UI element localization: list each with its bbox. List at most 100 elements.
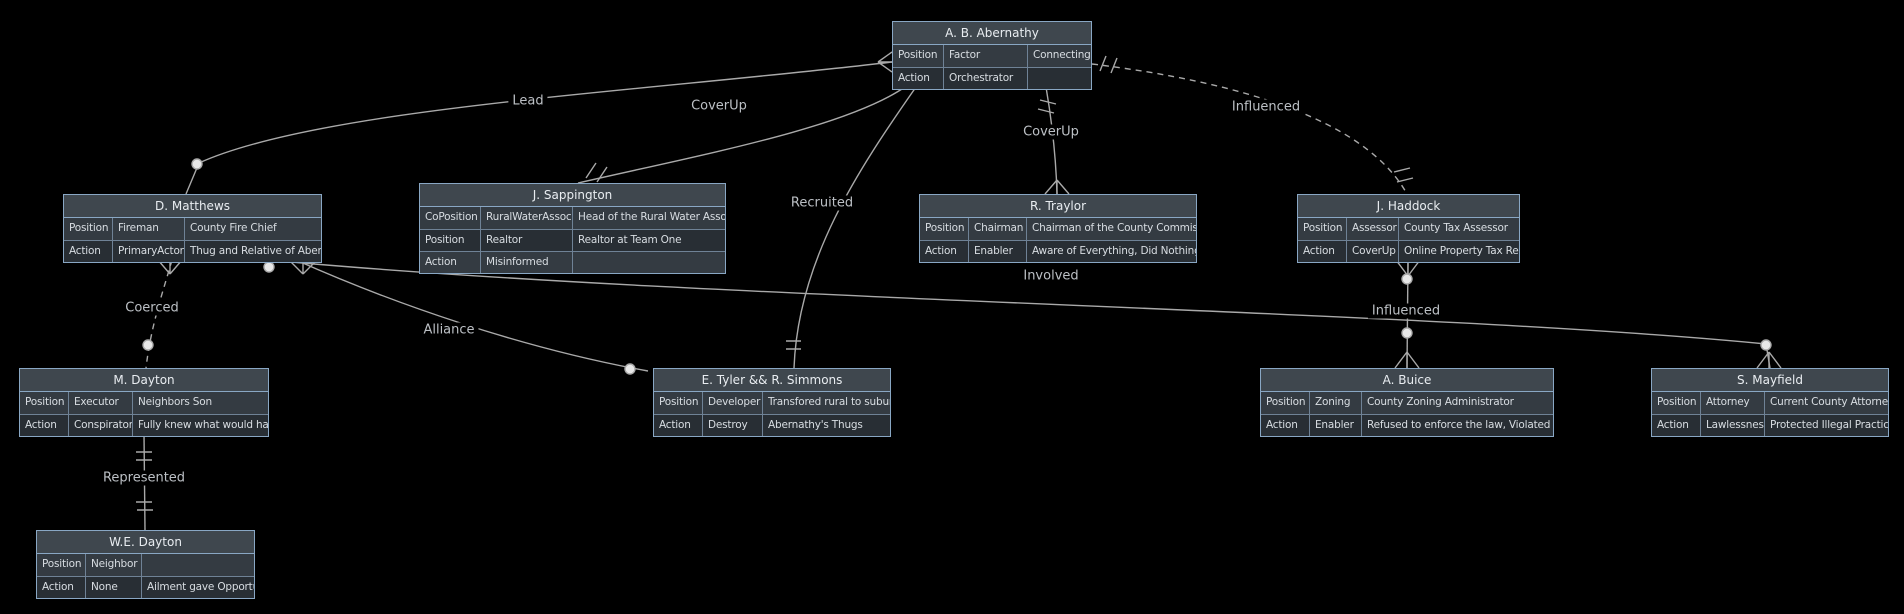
edge-involved xyxy=(268,259,1771,369)
attr-desc: Connecting Factor xyxy=(1027,45,1091,67)
attr-type: CoverUp xyxy=(1346,241,1398,262)
entity-traylor: R. Traylor Position Chairman Chairman of… xyxy=(919,194,1197,263)
attr-type: Lawlessness xyxy=(1700,415,1764,436)
attr-desc: Chairman of the County Commissioners xyxy=(1026,218,1196,240)
entity-title: R. Traylor xyxy=(920,195,1196,218)
edge-label-lead: Lead xyxy=(508,93,548,109)
attr-desc: County Tax Assessor xyxy=(1398,218,1519,240)
attribute-row: Position Zoning County Zoning Administra… xyxy=(1261,392,1553,414)
tick-marks xyxy=(877,51,893,73)
entity-title: W.E. Dayton xyxy=(37,531,254,554)
entity-title: J. Sappington xyxy=(420,184,725,207)
tick-marks xyxy=(1099,55,1414,183)
attr-key: Action xyxy=(425,256,457,268)
attr-type: Developer xyxy=(702,392,762,414)
attribute-row: Position Executor Neighbors Son xyxy=(20,392,268,414)
attr-type: Chairman xyxy=(968,218,1026,240)
cardinality-circle xyxy=(191,158,203,170)
attribute-row: Position Realtor Realtor at Team One xyxy=(420,229,725,251)
attr-desc: Current County Attorney xyxy=(1764,392,1888,414)
attr-type: Enabler xyxy=(1309,415,1361,436)
attribute-row: CoPosition RuralWaterAssoc Head of the R… xyxy=(420,207,725,229)
attr-key: Action xyxy=(925,245,957,257)
attr-key: Action xyxy=(1303,245,1335,257)
attr-key: Position xyxy=(69,222,109,234)
attribute-row: Action Lawlessness Protected Illegal Pra… xyxy=(1652,414,1888,436)
edge-label-coverup-sappington: CoverUp xyxy=(687,98,751,114)
edge-label-influenced-haddock: Influenced xyxy=(1227,99,1305,115)
attribute-row: Action Enabler Aware of Everything, Did … xyxy=(920,240,1196,262)
attr-key: Position xyxy=(1657,396,1697,408)
entity-title: M. Dayton xyxy=(20,369,268,392)
entity-title: D. Matthews xyxy=(64,195,321,218)
attr-desc: Refused to enforce the law, Violated the… xyxy=(1361,415,1553,436)
attr-desc: Protected Illegal Practices xyxy=(1764,415,1888,436)
cardinality-circle xyxy=(263,261,275,273)
attribute-row: Position Neighbor xyxy=(37,554,254,576)
edge-label-involved: Involved xyxy=(1019,268,1083,284)
attr-desc: County Fire Chief xyxy=(184,218,321,240)
crow-foot xyxy=(1756,351,1782,369)
attr-desc: Fully knew what would happen xyxy=(132,415,268,436)
entity-sappington: J. Sappington CoPosition RuralWaterAssoc… xyxy=(419,183,726,274)
entity-tyler-simmons: E. Tyler && R. Simmons Position Develope… xyxy=(653,368,891,437)
attribute-row: Action Destroy Abernathy's Thugs xyxy=(654,414,890,436)
edge-influenced-haddock xyxy=(1091,63,1408,195)
attribute-row: Position Chairman Chairman of the County… xyxy=(920,218,1196,240)
cardinality-circle xyxy=(1760,339,1772,351)
tick-marks xyxy=(585,162,608,183)
attribute-row: Action Enabler Refused to enforce the la… xyxy=(1261,414,1553,436)
attr-desc: Neighbors Son xyxy=(132,392,268,414)
cardinality-circle xyxy=(1401,273,1413,285)
attribute-row: Position Factor Connecting Factor xyxy=(893,45,1091,67)
edge-label-represented: Represented xyxy=(98,470,190,486)
attr-type: Destroy xyxy=(702,415,762,436)
attr-key: Action xyxy=(1266,419,1298,431)
attribute-row: Position Attorney Current County Attorne… xyxy=(1652,392,1888,414)
tick-marks xyxy=(786,340,801,350)
edge-coverup-sappington xyxy=(577,86,906,184)
attr-type: Zoning xyxy=(1309,392,1361,414)
attr-key: Action xyxy=(42,581,74,593)
attr-key: Position xyxy=(25,396,65,408)
attr-type: RuralWaterAssoc xyxy=(480,207,572,229)
attribute-row: Action CoverUp Online Property Tax Recor… xyxy=(1298,240,1519,262)
attribute-row: Action None Ailment gave Opportunity xyxy=(37,576,254,598)
attr-key: Action xyxy=(659,419,691,431)
attr-type: Executor xyxy=(68,392,132,414)
attr-type: Orchestrator xyxy=(943,68,1027,89)
entity-mayfield: S. Mayfield Position Attorney Current Co… xyxy=(1651,368,1889,437)
attr-type: Attorney xyxy=(1700,392,1764,414)
attr-key: Action xyxy=(898,72,930,84)
entity-title: J. Haddock xyxy=(1298,195,1519,218)
attr-type: Misinformed xyxy=(480,252,572,273)
attr-desc: Thug and Relative of Abernathy xyxy=(184,241,321,262)
attr-desc: Online Property Tax Records xyxy=(1398,241,1519,262)
crow-foot xyxy=(1044,179,1070,195)
cardinality-circle xyxy=(624,363,636,375)
edge-label-coverup-traylor: CoverUp xyxy=(1019,124,1083,140)
attr-desc: Realtor at Team One xyxy=(572,230,725,251)
attr-desc: Ailment gave Opportunity xyxy=(141,577,254,598)
cardinality-circle xyxy=(1401,327,1413,339)
crow-foot xyxy=(1394,259,1421,369)
attr-type: Realtor xyxy=(480,230,572,251)
entity-m-dayton: M. Dayton Position Executor Neighbors So… xyxy=(19,368,269,437)
entity-title: A. B. Abernathy xyxy=(893,22,1091,45)
attribute-row: Action Conspirator Fully knew what would… xyxy=(20,414,268,436)
attr-desc: Head of the Rural Water Association xyxy=(572,207,725,229)
edge-label-alliance: Alliance xyxy=(419,322,479,338)
attribute-row: Action Orchestrator xyxy=(893,67,1091,89)
attr-desc xyxy=(1027,68,1091,89)
tick-marks xyxy=(1037,99,1057,114)
attr-key: Position xyxy=(42,558,82,570)
cardinality-circle xyxy=(142,339,154,351)
attribute-row: Position Developer Transfored rural to s… xyxy=(654,392,890,414)
attr-type: None xyxy=(85,577,141,598)
edge-recruited xyxy=(793,86,917,369)
entity-haddock: J. Haddock Position Assessor County Tax … xyxy=(1297,194,1520,263)
attr-type: PrimaryActor xyxy=(112,241,184,262)
attribute-row: Position Assessor County Tax Assessor xyxy=(1298,218,1519,240)
